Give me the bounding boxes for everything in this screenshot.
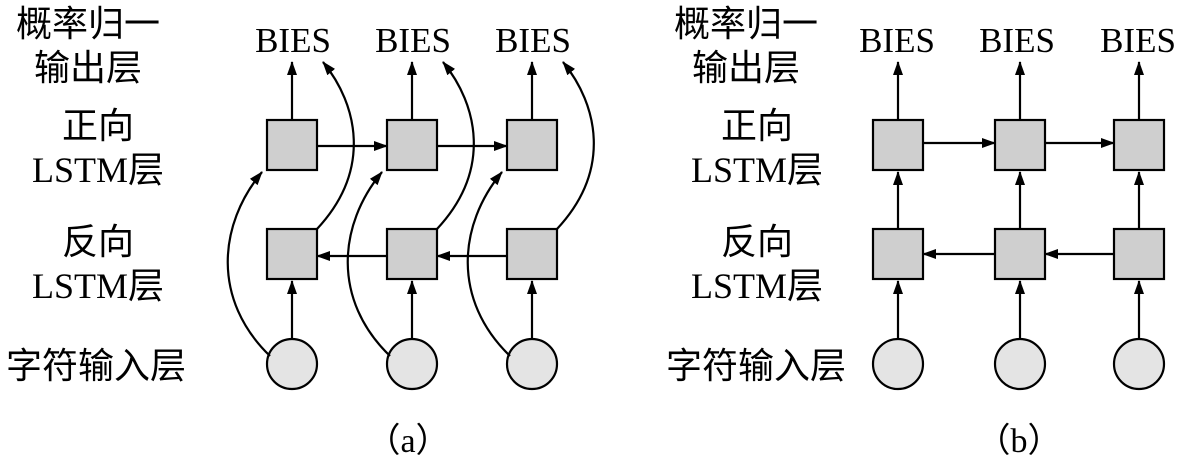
input-to-forward-curve — [466, 171, 511, 357]
input-node-3 — [1112, 337, 1166, 391]
input-to-forward-curve — [226, 171, 271, 357]
forward-lstm-cell-1 — [265, 118, 319, 172]
forward-lstm-label-line2: LSTM层 — [691, 150, 823, 190]
forward-lstm-label-line1: 正向 — [721, 106, 793, 147]
backward-to-output-curve — [316, 61, 355, 230]
forward-lstm-label-line1: 正向 — [62, 106, 134, 147]
backward-to-output-curve — [436, 61, 475, 230]
output-bies-3: BIES — [495, 21, 571, 60]
input-to-forward-curve — [346, 171, 391, 357]
backward-lstm-label-line1: 反向 — [721, 222, 793, 263]
forward-lstm-cell-1 — [871, 118, 925, 172]
backward-lstm-label-line2: LSTM层 — [32, 266, 164, 306]
backward-lstm-label-line1: 反向 — [62, 222, 134, 263]
output-layer-label-line2: 输出层 — [34, 48, 142, 89]
backward-lstm-cell-3 — [1112, 227, 1166, 281]
output-layer-label-line1: 概率归一 — [16, 4, 160, 45]
backward-to-output-curve — [556, 61, 595, 230]
input-node-1 — [871, 337, 925, 391]
panel-caption-b: （b） — [977, 422, 1062, 460]
backward-lstm-cell-1 — [265, 227, 319, 281]
input-node-2 — [993, 337, 1047, 391]
forward-lstm-cell-3 — [1112, 118, 1166, 172]
backward-lstm-cell-2 — [993, 227, 1047, 281]
forward-lstm-cell-2 — [385, 118, 439, 172]
forward-lstm-cell-2 — [993, 118, 1047, 172]
input-layer-label: 字符输入层 — [6, 346, 186, 387]
input-node-3 — [505, 337, 559, 391]
input-node-1 — [265, 337, 319, 391]
output-layer-label-line1: 概率归一 — [674, 4, 818, 45]
input-layer-label: 字符输入层 — [666, 346, 846, 387]
backward-lstm-cell-1 — [871, 227, 925, 281]
panel-b: 概率归一 输出层 正向 LSTM层 反向 LSTM层 字符输入层 BIES BI… — [666, 4, 1176, 460]
output-bies-2: BIES — [375, 21, 451, 60]
output-bies-1: BIES — [859, 21, 935, 60]
panel-a: 概率归一 输出层 正向 LSTM层 反向 LSTM层 字符输入层 BIES BI… — [6, 4, 595, 460]
forward-lstm-label-line2: LSTM层 — [32, 150, 164, 190]
panel-caption-a: （a） — [366, 422, 449, 460]
output-bies-1: BIES — [255, 21, 331, 60]
backward-lstm-cell-3 — [505, 227, 559, 281]
input-node-2 — [385, 337, 439, 391]
output-bies-2: BIES — [979, 21, 1055, 60]
backward-lstm-cell-2 — [385, 227, 439, 281]
forward-lstm-cell-3 — [505, 118, 559, 172]
output-layer-label-line2: 输出层 — [692, 48, 800, 89]
output-bies-3: BIES — [1100, 21, 1176, 60]
backward-lstm-label-line2: LSTM层 — [691, 266, 823, 306]
